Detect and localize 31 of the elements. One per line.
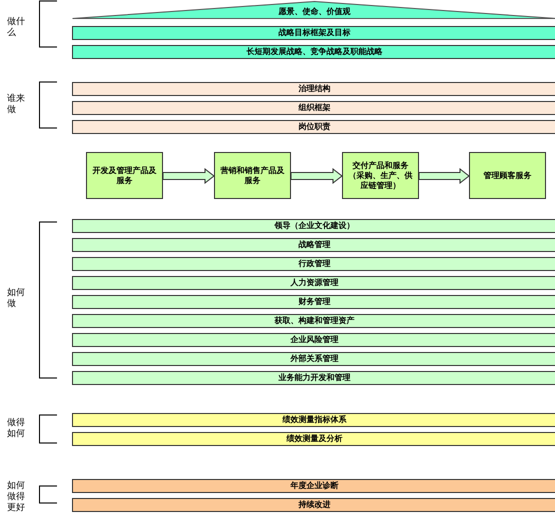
process-box: 营销和销售产品及服务 — [214, 152, 291, 199]
arrow — [290, 168, 343, 184]
bar-box: 财务管理 — [72, 295, 555, 309]
bar-box: 领导（企业文化建设） — [72, 219, 555, 233]
bar-box: 长短期发展战略、竞争战略及职能战略 — [72, 45, 555, 59]
bar-box: 获取、构建和管理资产 — [72, 314, 555, 328]
bar-box: 行政管理 — [72, 257, 555, 271]
group-label: 谁来做 — [7, 94, 26, 116]
bar-box: 绩效测量指标体系 — [72, 413, 555, 427]
bar-box: 持续改进 — [72, 498, 555, 512]
bar-box: 组织框架 — [72, 101, 555, 115]
bar-box: 外部关系管理 — [72, 352, 555, 366]
bar-box: 业务能力开发和管理 — [72, 371, 555, 385]
bar-box: 人力资源管理 — [72, 276, 555, 290]
group-label: 做得如何 — [7, 418, 26, 440]
bar-box: 企业风险管理 — [72, 333, 555, 347]
arrow — [162, 168, 215, 184]
group-label: 做什么 — [7, 17, 26, 39]
bar-box: 岗位职责 — [72, 120, 555, 134]
bar-box: 战略目标框架及目标 — [72, 26, 555, 40]
process-box: 管理顾客服务 — [469, 152, 546, 199]
bar-box: 治理结构 — [72, 82, 555, 96]
triangle-banner: 愿景、使命、价值观 — [72, 1, 555, 19]
bar-box: 绩效测量及分析 — [72, 432, 555, 446]
group-label: 如何做 — [7, 288, 26, 310]
process-box: 开发及管理产品及服务 — [86, 152, 163, 199]
arrow — [418, 168, 470, 184]
bar-box: 年度企业诊断 — [72, 479, 555, 493]
process-box: 交付产品和服务（采购、生产、供应链管理） — [342, 152, 419, 199]
bar-box: 战略管理 — [72, 238, 555, 252]
group-label: 如何做得更好 — [7, 481, 26, 514]
